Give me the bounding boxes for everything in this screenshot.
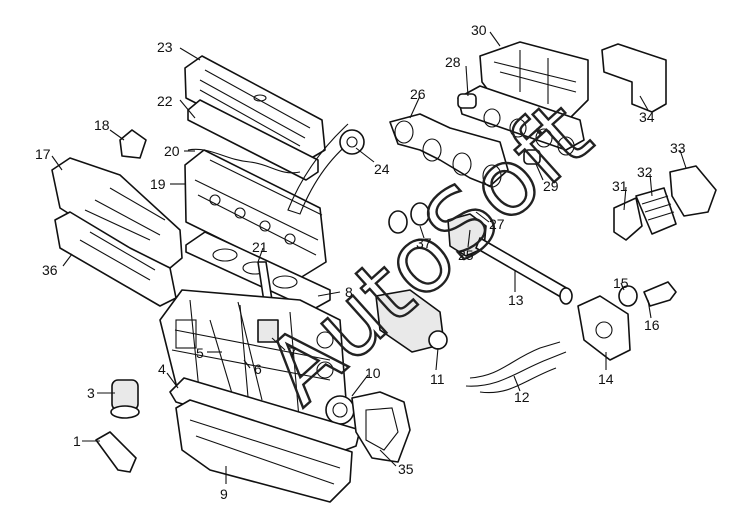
callout-12: 12 [514,389,530,405]
callout-35: 35 [398,461,414,477]
part-valve-cover [184,55,326,161]
part-outlet-31 [613,197,643,241]
callout-14: 14 [598,371,614,387]
callout-25: 25 [458,247,474,263]
part-housing-14 [577,295,631,361]
part-cap-33 [669,165,717,217]
part-cylinder-head [184,149,327,279]
callout-17: 17 [35,146,51,162]
part-cap-37b [410,202,430,226]
callout-13: 13 [508,292,524,308]
callout-labels: 1 3 4 5 6 7 8 9 10 11 12 13 14 15 16 17 … [35,22,686,502]
callout-1: 1 [73,433,81,449]
callout-5: 5 [196,345,204,361]
callout-8: 8 [345,284,353,300]
part-cap-18 [119,129,147,159]
callout-30: 30 [471,22,487,38]
part-gasket-28 [457,93,477,109]
callout-33: 33 [670,140,686,156]
part-filter-3 [110,379,140,419]
callout-4: 4 [158,361,166,377]
callout-15: 15 [613,275,629,291]
part-water-pipe-13 [475,237,573,305]
part-bracket-1 [95,431,137,473]
callout-28: 28 [445,54,461,70]
callout-26: 26 [410,86,426,102]
callout-20: 20 [164,143,180,159]
part-oil-lines-12 [465,341,567,394]
callout-23: 23 [157,39,173,55]
part-bracket-34 [601,43,667,113]
callout-9: 9 [220,486,228,502]
part-sensor-7 [257,319,279,343]
callout-16: 16 [644,317,660,333]
part-cap-37a [388,210,408,234]
part-oil-pan [175,399,353,503]
callout-6: 6 [254,361,262,377]
callout-21: 21 [252,239,268,255]
callout-34: 34 [639,109,655,125]
part-cover-gasket [187,99,319,181]
part-intake-manifold [457,41,589,156]
part-lower-cover [54,211,177,307]
part-pan-gasket [169,377,361,453]
part-exhaust-manifold [389,113,509,188]
callout-10: 10 [365,365,381,381]
leader-lines [51,31,687,484]
part-gasket-29 [523,149,541,165]
part-fitting-15 [618,285,638,307]
callout-24: 24 [374,161,390,177]
part-cooler-32 [635,187,677,235]
callout-18: 18 [94,117,110,133]
callout-37: 37 [416,235,432,251]
part-belt-24 [287,123,365,215]
callout-22: 22 [157,93,173,109]
callout-32: 32 [637,164,653,180]
callout-11: 11 [430,371,445,387]
part-pump-11 [375,289,448,353]
callout-36: 36 [42,262,58,278]
callout-27: 27 [489,216,505,232]
part-dipstick-tube [237,301,263,401]
callout-29: 29 [543,178,559,194]
callout-19: 19 [150,176,166,192]
part-hose-20 [187,148,301,174]
callout-31: 31 [612,178,628,194]
callout-7: 7 [289,344,297,360]
callout-3: 3 [87,385,95,401]
